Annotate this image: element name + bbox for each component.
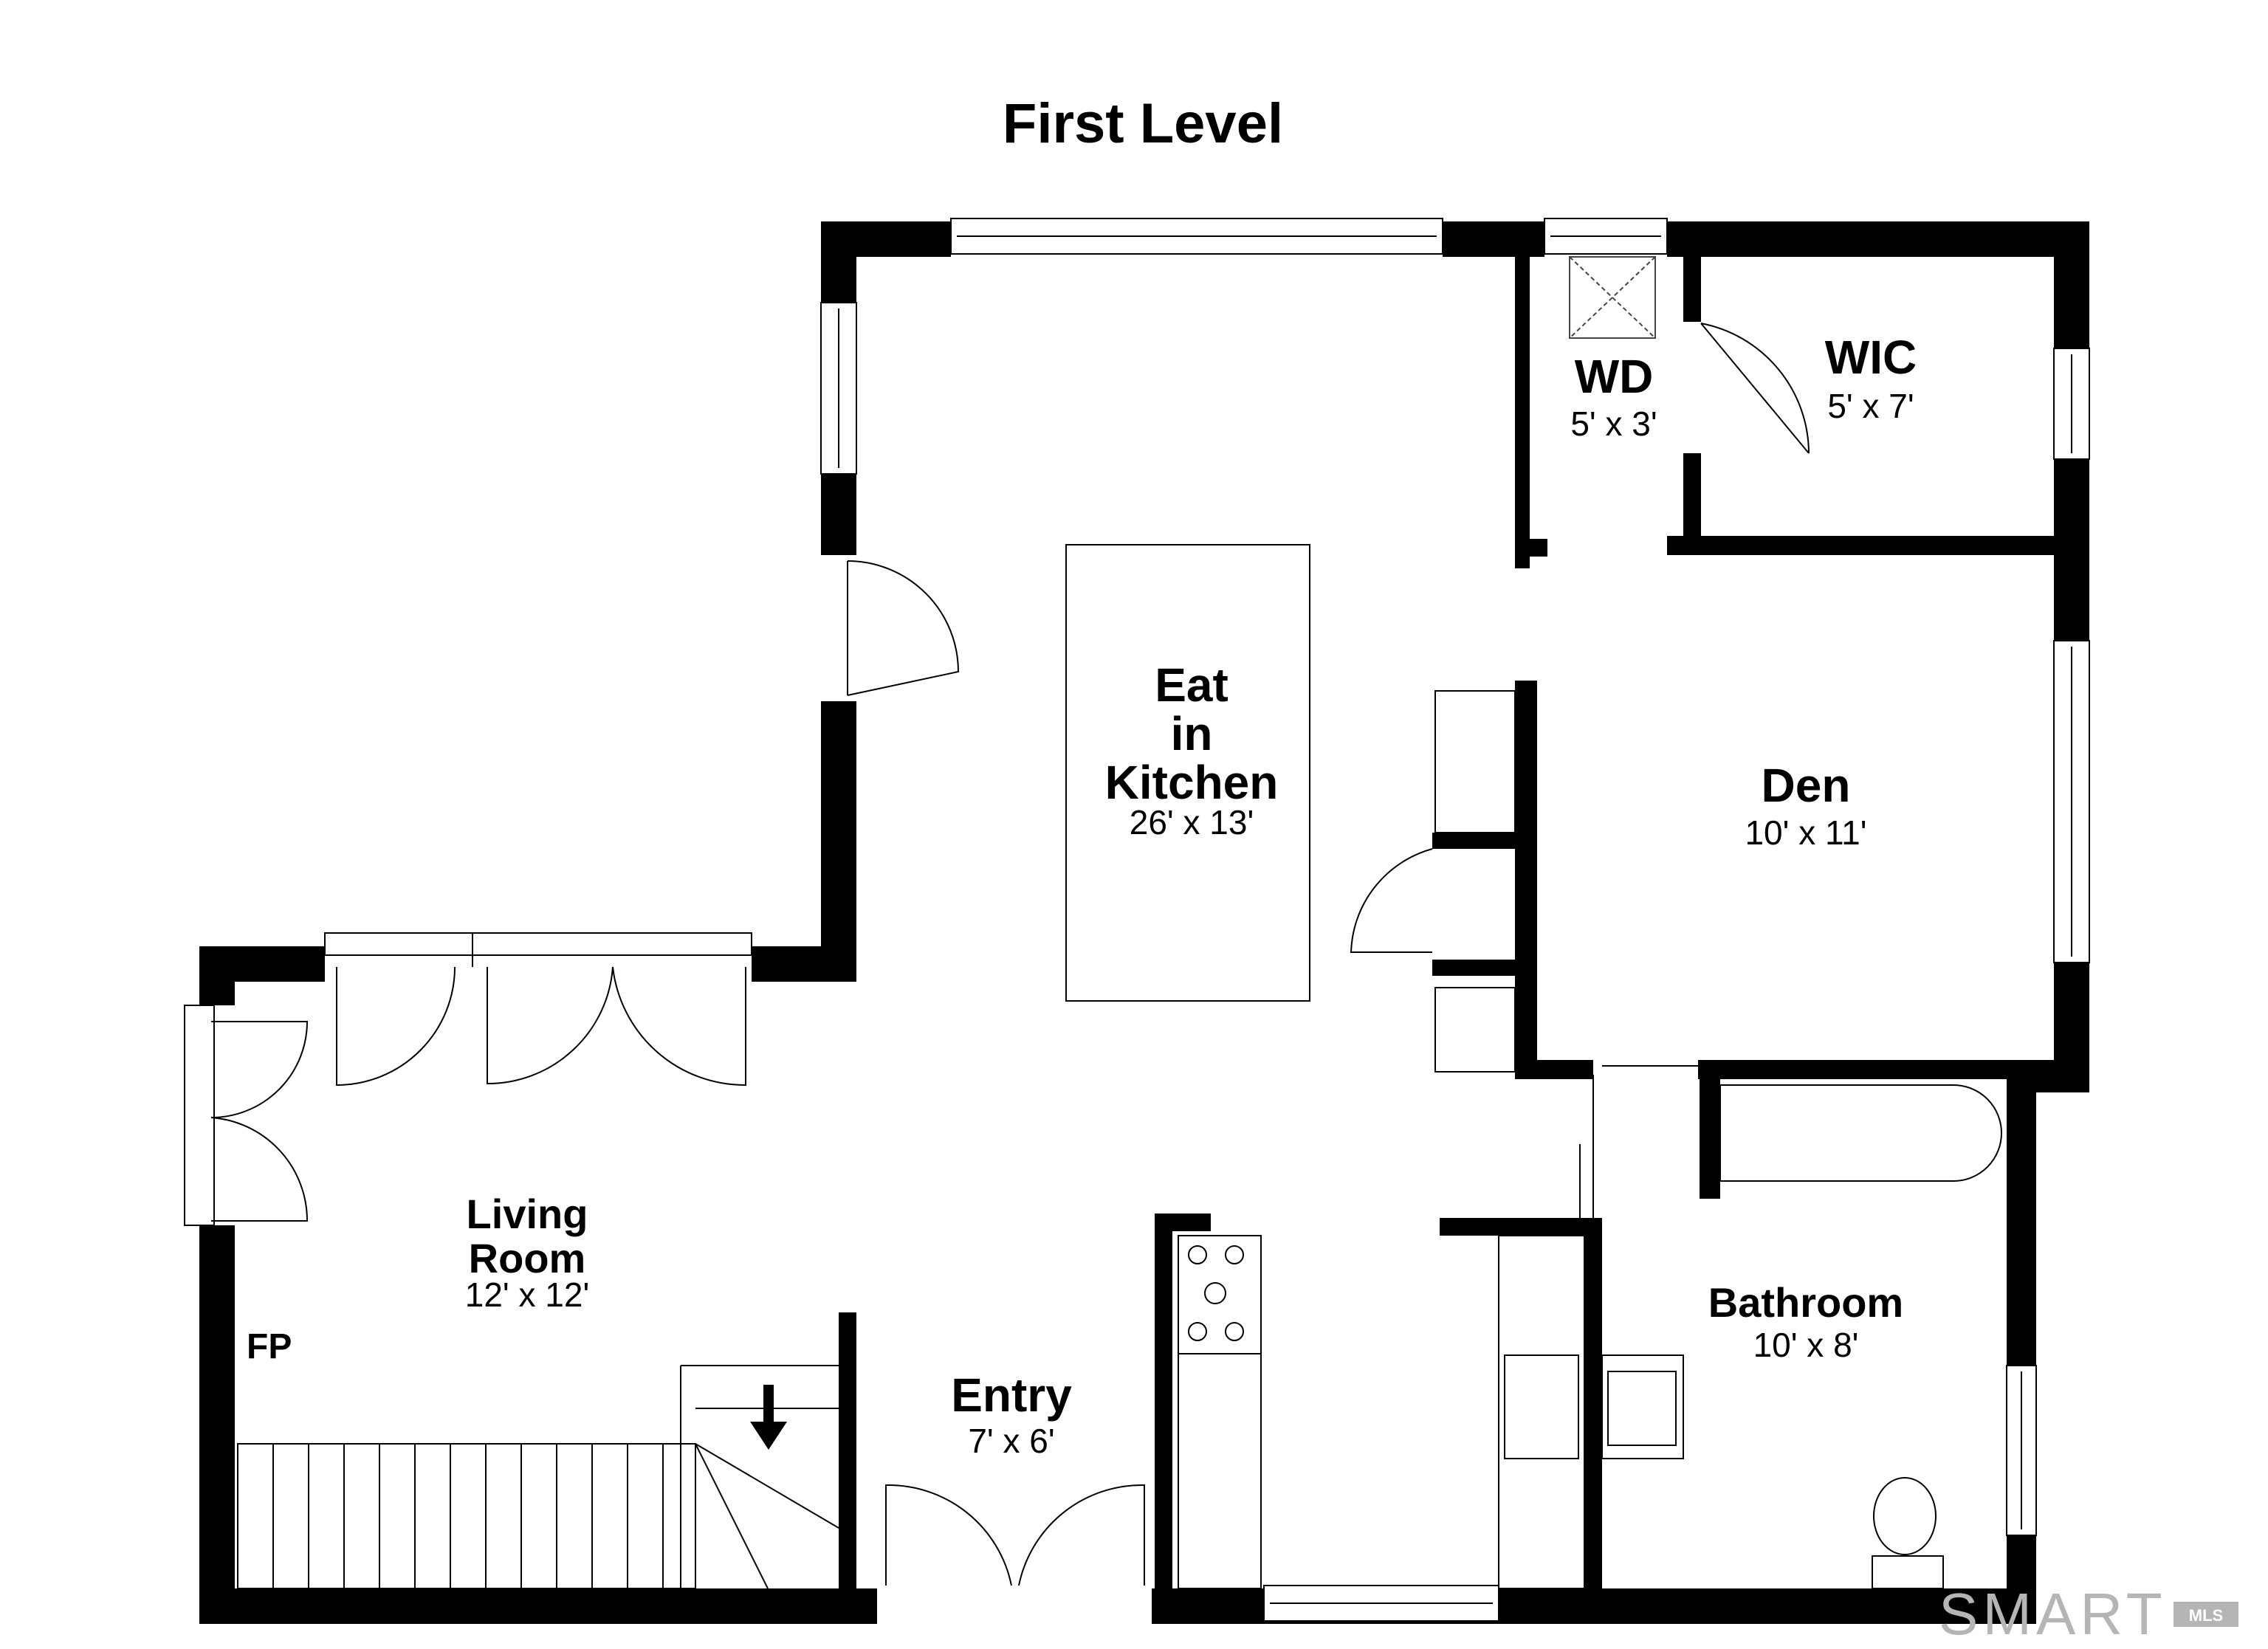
smart-mls-logo: SMART MLS bbox=[1939, 1581, 2238, 1647]
wic-dims: 5' x 7' bbox=[1827, 387, 1914, 425]
living-name-1: Living bbox=[467, 1191, 588, 1237]
wd-dims: 5' x 3' bbox=[1570, 404, 1657, 443]
oven bbox=[1434, 987, 1516, 1073]
kitchen-name-2: in bbox=[1171, 707, 1213, 760]
plan-title: First Level bbox=[1003, 92, 1283, 155]
kitchen-island bbox=[1065, 544, 1310, 1002]
cooktop bbox=[1178, 1235, 1262, 1354]
bathtub bbox=[1719, 1084, 2002, 1182]
kitchen-dims: 26' x 13' bbox=[1130, 803, 1254, 841]
den-dims: 10' x 11' bbox=[1745, 813, 1866, 852]
exterior-walls bbox=[199, 221, 2089, 1624]
living-name-2: Room bbox=[469, 1235, 586, 1281]
room-labels: Eat in Kitchen 26' x 13' WD 5' x 3' WIC … bbox=[247, 331, 1917, 1460]
interior-walls bbox=[839, 257, 2089, 1588]
wic-name: WIC bbox=[1825, 331, 1917, 384]
logo-suffix: MLS bbox=[2189, 1606, 2223, 1625]
stairs bbox=[237, 1443, 696, 1589]
doors bbox=[210, 323, 1810, 1586]
living-dims: 12' x 12' bbox=[465, 1276, 589, 1314]
kitchen-sink bbox=[1504, 1354, 1579, 1459]
bathroom-dims: 10' x 8' bbox=[1753, 1326, 1859, 1364]
fireplace-label: FP bbox=[247, 1327, 292, 1366]
kitchen-name-1: Eat bbox=[1155, 658, 1228, 712]
vanity bbox=[1601, 1354, 1684, 1459]
kitchen-name-3: Kitchen bbox=[1105, 756, 1279, 809]
windows bbox=[184, 218, 2090, 1622]
den-name: Den bbox=[1762, 759, 1851, 812]
fixtures bbox=[237, 256, 2002, 1589]
entry-name: Entry bbox=[951, 1369, 1072, 1422]
entry-dims: 7' x 6' bbox=[968, 1422, 1054, 1460]
wd-name: WD bbox=[1575, 350, 1654, 403]
fridge bbox=[1434, 690, 1516, 833]
toilet bbox=[1873, 1477, 1937, 1555]
logo-text: SMART bbox=[1939, 1581, 2167, 1647]
washer-dryer bbox=[1569, 256, 1656, 339]
stair-arrow bbox=[763, 1385, 774, 1423]
bathroom-name: Bathroom bbox=[1708, 1279, 1903, 1326]
